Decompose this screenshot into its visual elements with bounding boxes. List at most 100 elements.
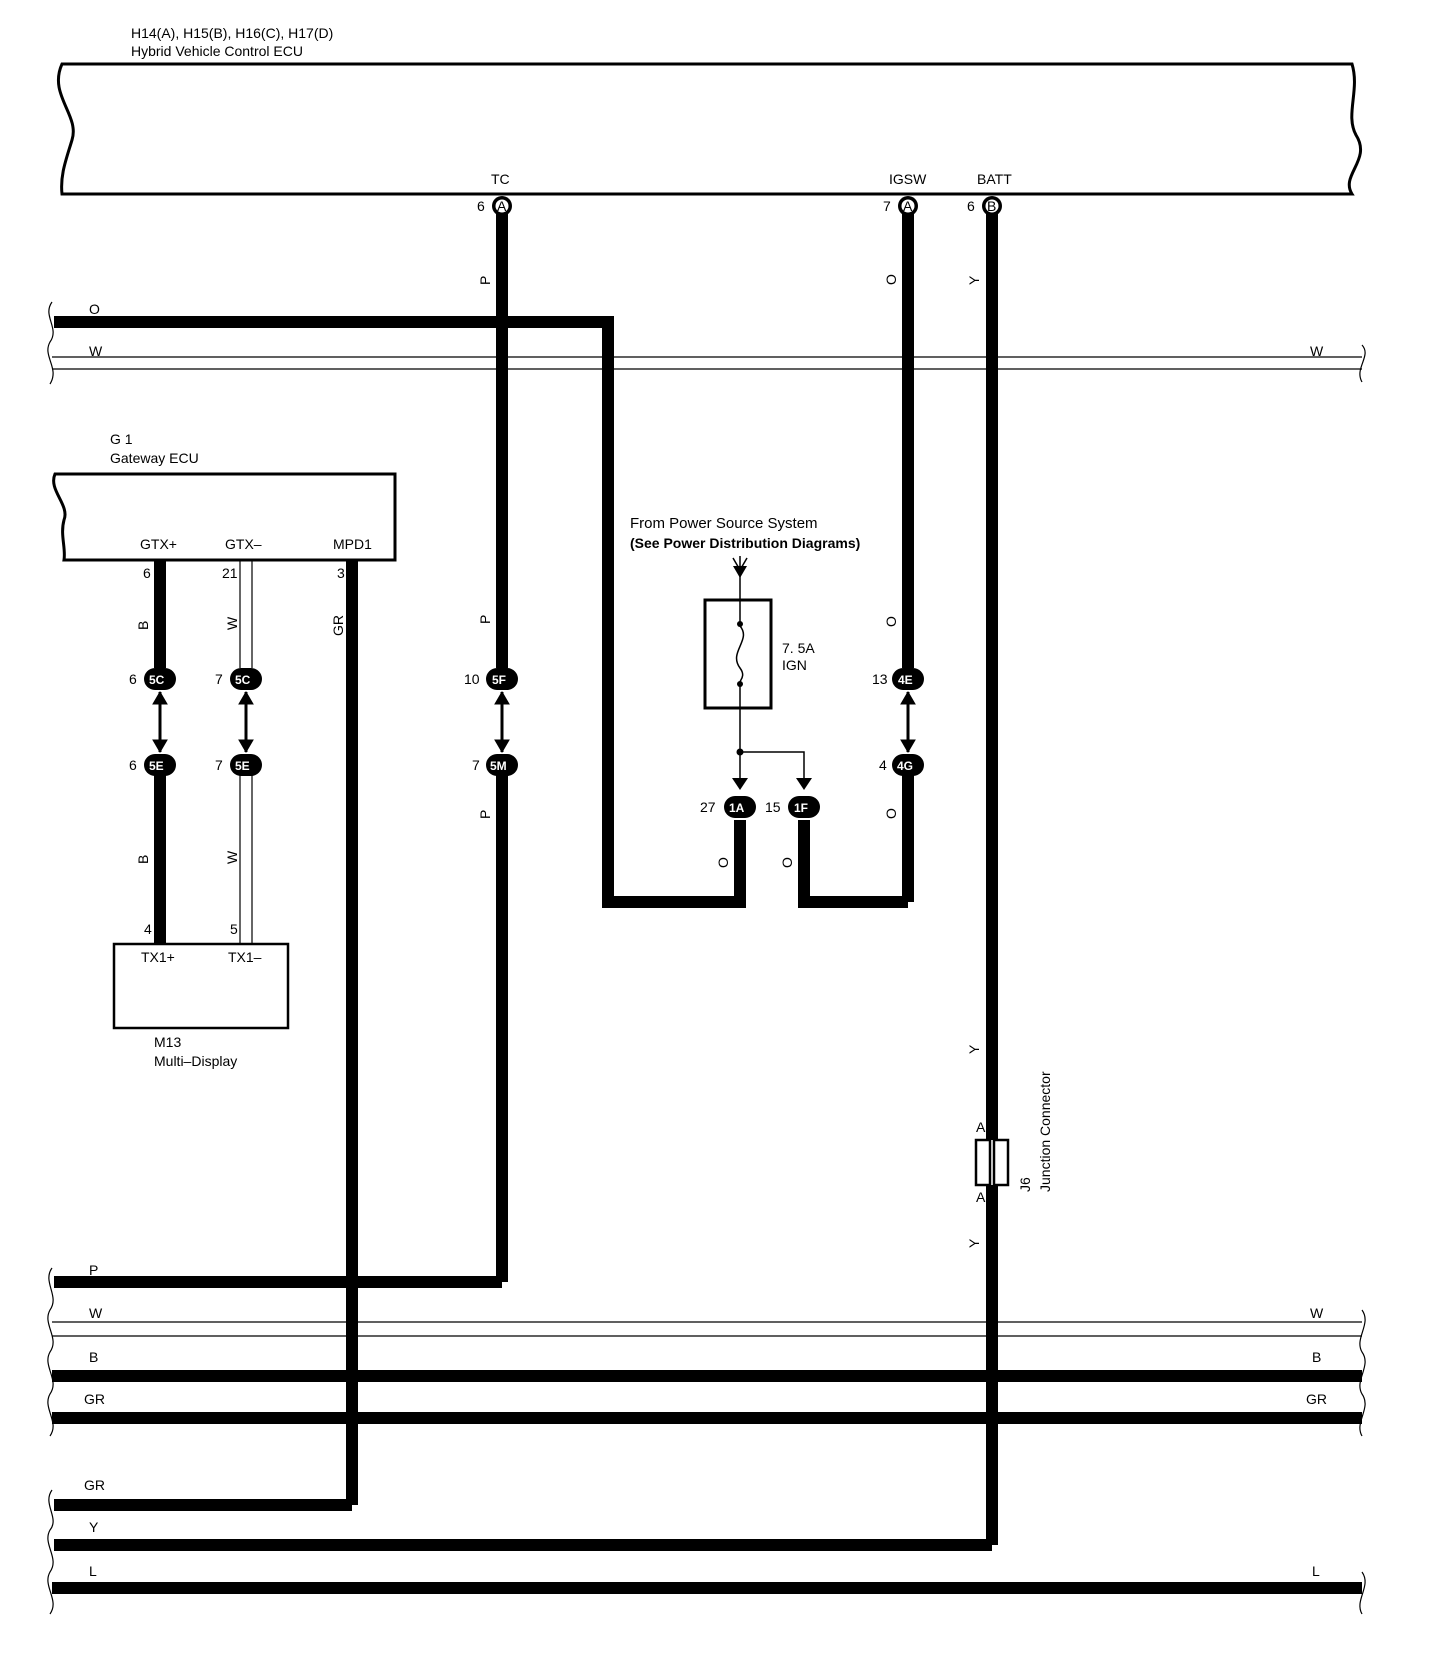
bus-bottom-w-label-right: W	[1310, 1305, 1324, 1321]
power-source-line2: (See Power Distribution Diagrams)	[630, 535, 860, 551]
hv-control-ecu: H14(A), H15(B), H16(C), H17(D) Hybrid Ve…	[56, 25, 1363, 196]
bus-bottom-gr-label-right: GR	[1306, 1391, 1327, 1407]
connector-5c-b-num: 7	[215, 671, 223, 687]
connector-1a: 1A 27	[700, 796, 756, 818]
bus-bottom-w-label-left: W	[89, 1305, 103, 1321]
connector-5c-b: 5C 7	[215, 668, 262, 690]
pin-label-batt: BATT	[977, 171, 1012, 187]
bottom-bus: P W W B B GR GR GR Y L L	[47, 1262, 1366, 1615]
connector-5c-a-label: 5C	[149, 673, 165, 687]
wire-color-tc-mid: P	[477, 615, 493, 624]
connector-1f: 1F 15	[765, 796, 820, 818]
ecu-pin-tc: A 6	[477, 196, 512, 216]
gateway-pin-mpd1: MPD1	[333, 536, 372, 552]
bus-bottom-gr2-label: GR	[84, 1477, 105, 1493]
gateway-pin-mpd1-num: 3	[337, 565, 345, 581]
connector-1f-num: 15	[765, 799, 781, 815]
ecu-pin-igsw-conn: A	[903, 198, 913, 214]
connector-1a-label: 1A	[729, 801, 745, 815]
connector-1a-num: 27	[700, 799, 716, 815]
ecu-name-label: Hybrid Vehicle Control ECU	[131, 43, 303, 59]
connector-5e-b: 5E 7	[215, 754, 262, 776]
gateway-pin-gtx-minus: GTX–	[225, 536, 262, 552]
connector-5e-a-label: 5E	[149, 759, 164, 773]
wire-color-gtx-minus-lower: W	[224, 850, 240, 864]
connector-4g: 4G 4	[879, 754, 924, 776]
connector-5f-label: 5F	[492, 673, 506, 687]
connector-5c-a-num: 6	[129, 671, 137, 687]
fuse-ign: 7. 5A IGN	[703, 598, 815, 710]
wire-gtx-plus: B B	[135, 560, 166, 944]
connector-5m-num: 7	[472, 757, 480, 773]
wire-color-igsw-upper: O	[883, 274, 899, 285]
wire-color-gtx-plus-upper: B	[135, 621, 151, 630]
gateway-ecu: G 1 Gateway ECU GTX+ GTX– MPD1 6 21 3	[52, 431, 397, 581]
wire-color-gtx-minus-upper: W	[224, 616, 240, 630]
bus-bottom-gr-label-left: GR	[84, 1391, 105, 1407]
md-pin-tx1-minus: TX1–	[228, 949, 262, 965]
bus-bottom-p-label: P	[89, 1262, 98, 1278]
wire-color-fuse-1a: O	[715, 857, 731, 868]
wire-color-batt-lower: Y	[966, 1238, 982, 1248]
bus-bottom-l-label-left: L	[89, 1563, 97, 1579]
fuse-output	[732, 708, 812, 790]
wire-color-fuse-1f: O	[779, 857, 795, 868]
ecu-pin-batt-num: 6	[967, 198, 975, 214]
bus-bottom-l-label-right: L	[1312, 1563, 1320, 1579]
wire-tc: P P P	[54, 208, 508, 1288]
connector-4e: 4E 13	[872, 668, 924, 690]
md-pin-tx1-minus-num: 5	[230, 921, 238, 937]
wire-color-tc-lower: P	[477, 810, 493, 819]
ecu-pin-batt: B 6	[967, 196, 1002, 216]
ecu-connectors-label: H14(A), H15(B), H16(C), H17(D)	[131, 25, 333, 41]
connector-4e-label: 4E	[898, 673, 913, 687]
j6-pin-top: A	[976, 1119, 986, 1135]
multi-display: TX1+ TX1– 4 5 M13 Multi–Display	[112, 921, 290, 1069]
wire-igsw: O O O	[798, 208, 914, 908]
connector-1f-label: 1F	[794, 801, 808, 815]
connector-5f-num: 10	[464, 671, 480, 687]
wire-gtx-minus: W W	[224, 560, 253, 944]
power-source-line1: From Power Source System	[630, 515, 818, 532]
gateway-pin-gtx-plus-num: 6	[143, 565, 151, 581]
wire-color-gtx-plus-lower: B	[135, 855, 151, 864]
ecu-pin-igsw-num: 7	[883, 198, 891, 214]
bus-bottom-b-label-right: B	[1312, 1349, 1321, 1365]
wire-mpd1: GR	[54, 560, 358, 1511]
j6-pin-bottom: A	[976, 1189, 986, 1205]
ecu-pin-batt-conn: B	[987, 198, 996, 214]
connector-5e-b-num: 7	[215, 757, 223, 773]
ecu-pin-tc-conn: A	[497, 198, 507, 214]
wire-batt: Y Y Y	[54, 208, 998, 1551]
wire-color-batt-upper: Y	[966, 275, 982, 285]
wire-color-batt-mid: Y	[966, 1044, 982, 1054]
wire-color-tc-upper: P	[477, 276, 493, 285]
fuse-name: IGN	[782, 657, 807, 673]
connector-5c-a: 5C 6	[129, 668, 176, 690]
wire-color-mpd1: GR	[330, 615, 346, 636]
connector-5e-b-label: 5E	[235, 759, 250, 773]
wire-color-igsw-lower: O	[883, 808, 899, 819]
gateway-code: G 1	[110, 431, 133, 447]
connector-5f: 5F 10	[464, 668, 518, 690]
connector-4e-num: 13	[872, 671, 888, 687]
junction-connector-j6: A A J6 Junction Connector	[974, 1071, 1053, 1205]
connector-5e-a: 5E 6	[129, 754, 176, 776]
md-name: Multi–Display	[154, 1053, 237, 1069]
gateway-pin-gtx-plus: GTX+	[140, 536, 177, 552]
bus-top-w-label-right: W	[1310, 343, 1324, 359]
ecu-pin-tc-num: 6	[477, 198, 485, 214]
connector-4g-label: 4G	[897, 759, 913, 773]
mating-arrows	[152, 691, 916, 753]
top-bus: O W W	[47, 301, 1366, 908]
bus-top-w-label-left: W	[89, 343, 103, 359]
wire-color-igsw-mid: O	[883, 616, 899, 627]
bus-bottom-b-label-left: B	[89, 1349, 98, 1365]
md-pin-tx1-plus: TX1+	[141, 949, 175, 965]
connector-5e-a-num: 6	[129, 757, 137, 773]
pin-label-tc: TC	[491, 171, 510, 187]
gateway-pin-gtx-minus-num: 21	[222, 565, 238, 581]
pin-label-igsw: IGSW	[889, 171, 927, 187]
power-source: From Power Source System (See Power Dist…	[630, 515, 860, 600]
